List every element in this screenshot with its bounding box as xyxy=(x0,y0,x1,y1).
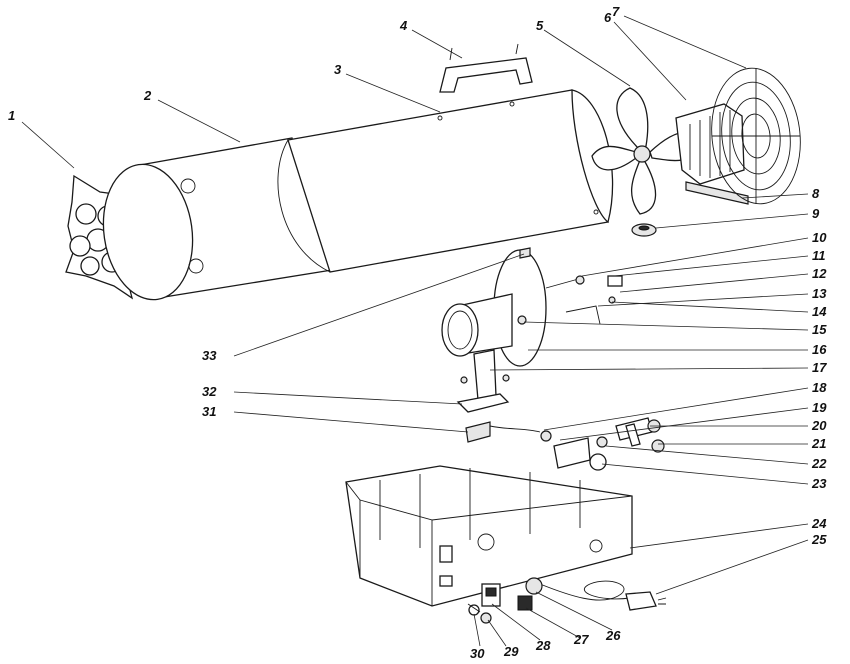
leader-lines xyxy=(21,15,809,647)
callout-9: 9 xyxy=(812,206,820,221)
callout-27: 27 xyxy=(573,632,589,647)
callout-1: 1 xyxy=(8,108,15,123)
callout-numbers: 1 2 3 4 5 6 7 8 9 10 11 12 13 14 15 16 1… xyxy=(8,4,827,661)
callout-30: 30 xyxy=(470,646,485,661)
callout-33: 33 xyxy=(202,348,217,363)
callout-10: 10 xyxy=(812,230,827,245)
callout-18: 18 xyxy=(812,380,827,395)
ignition-electrode-assembly xyxy=(545,275,623,325)
callout-19: 19 xyxy=(812,400,827,415)
callout-24: 24 xyxy=(811,516,827,531)
gas-valve-assembly xyxy=(489,417,665,471)
callout-8: 8 xyxy=(812,186,820,201)
callout-26: 26 xyxy=(605,628,621,643)
callout-7: 7 xyxy=(612,4,620,19)
callout-25: 25 xyxy=(811,532,827,547)
callout-15: 15 xyxy=(812,322,827,337)
callout-20: 20 xyxy=(811,418,827,433)
indicator-switch xyxy=(481,583,501,607)
callout-17: 17 xyxy=(812,360,827,375)
callout-5: 5 xyxy=(536,18,544,33)
callout-4: 4 xyxy=(399,18,408,33)
wire-clip xyxy=(519,247,531,259)
callout-11: 11 xyxy=(812,248,826,263)
nozzle-base xyxy=(456,393,510,443)
callout-12: 12 xyxy=(812,266,827,281)
thermostat-knob xyxy=(467,603,492,624)
callout-31: 31 xyxy=(202,404,216,419)
callout-16: 16 xyxy=(812,342,827,357)
front-guard-grille xyxy=(711,67,801,205)
callout-21: 21 xyxy=(811,436,826,451)
combustion-tube xyxy=(441,293,513,357)
power-cord xyxy=(525,577,667,611)
grommet xyxy=(631,223,657,237)
callout-2: 2 xyxy=(143,88,152,103)
callout-3: 3 xyxy=(334,62,342,77)
callout-32: 32 xyxy=(202,384,217,399)
base-frame xyxy=(345,465,633,607)
callout-22: 22 xyxy=(811,456,827,471)
callout-28: 28 xyxy=(535,638,551,653)
nozzle-stem xyxy=(460,349,510,401)
callout-6: 6 xyxy=(604,10,612,25)
fan-motor xyxy=(675,103,749,205)
carry-handle xyxy=(439,43,533,93)
rocker-switch xyxy=(517,595,533,611)
callout-23: 23 xyxy=(811,476,827,491)
callout-14: 14 xyxy=(812,304,827,319)
callout-29: 29 xyxy=(503,644,519,659)
front-shell-cylinder xyxy=(277,89,614,273)
callout-13: 13 xyxy=(812,286,827,301)
